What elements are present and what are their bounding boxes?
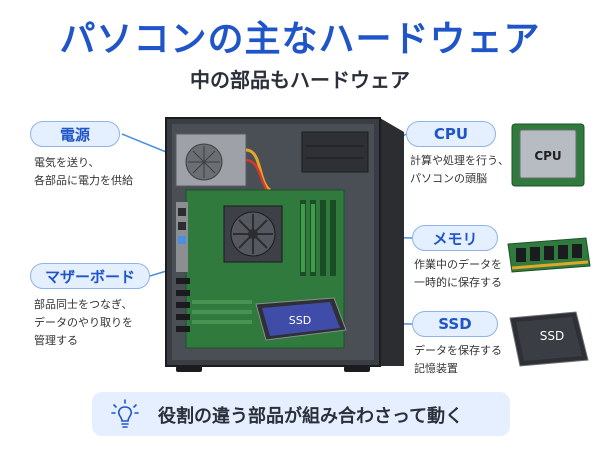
desc-ssd: データを保存する 記憶装置 bbox=[414, 342, 502, 378]
desc-power-line2: 各部品に電力を供給 bbox=[34, 174, 133, 187]
cpu-cooler bbox=[223, 205, 283, 263]
summary-banner: 役割の違う部品が組み合わさって動く bbox=[92, 392, 510, 436]
desc-motherboard-line3: 管理する bbox=[34, 334, 78, 347]
desc-motherboard-line2: データのやり取りを bbox=[34, 316, 133, 329]
desc-power-line1: 電気を送り、 bbox=[34, 156, 100, 169]
desc-cpu: 計算や処理を行う、 パソコンの頭脳 bbox=[410, 152, 509, 188]
cpu-chip-text: CPU bbox=[534, 149, 561, 163]
label-motherboard: マザーボード bbox=[30, 263, 150, 289]
ssd-drive-illustration bbox=[509, 311, 589, 367]
desc-motherboard-line1: 部品同士をつなぎ、 bbox=[34, 298, 133, 311]
lightbulb-icon bbox=[111, 399, 139, 428]
summary-text: 役割の違う部品が組み合わさって動く bbox=[158, 406, 464, 427]
desc-cpu-line1: 計算や処理を行う、 bbox=[410, 154, 509, 167]
memory-stick-illustration bbox=[507, 237, 591, 273]
desc-memory-line2: 一時的に保存する bbox=[414, 276, 502, 289]
desc-power: 電気を送り、 各部品に電力を供給 bbox=[34, 154, 133, 190]
power-supply bbox=[175, 133, 283, 202]
desc-ssd-line1: データを保存する bbox=[414, 344, 502, 357]
label-ssd: SSD bbox=[412, 311, 498, 337]
cpu-chip-illustration bbox=[511, 123, 585, 187]
label-power: 電源 bbox=[30, 121, 120, 147]
ssd-in-case: SSD bbox=[255, 297, 347, 341]
desc-ssd-line2: 記憶装置 bbox=[414, 362, 458, 375]
svg-text:SSD: SSD bbox=[289, 314, 311, 327]
label-memory: メモリ bbox=[412, 225, 498, 251]
desc-cpu-line2: パソコンの頭脳 bbox=[410, 172, 487, 185]
page-title: パソコンの主なハードウェア bbox=[59, 19, 541, 60]
desc-memory-line1: 作業中のデータを bbox=[414, 258, 502, 271]
page-subtitle: 中の部品もハードウェア bbox=[190, 68, 410, 92]
label-cpu: CPU bbox=[406, 121, 496, 147]
ssd-drive-text: SSD bbox=[539, 329, 565, 343]
memory-modules bbox=[300, 200, 336, 276]
desc-motherboard: 部品同士をつなぎ、 データのやり取りを 管理する bbox=[34, 296, 133, 350]
desc-memory: 作業中のデータを 一時的に保存する bbox=[414, 256, 502, 292]
